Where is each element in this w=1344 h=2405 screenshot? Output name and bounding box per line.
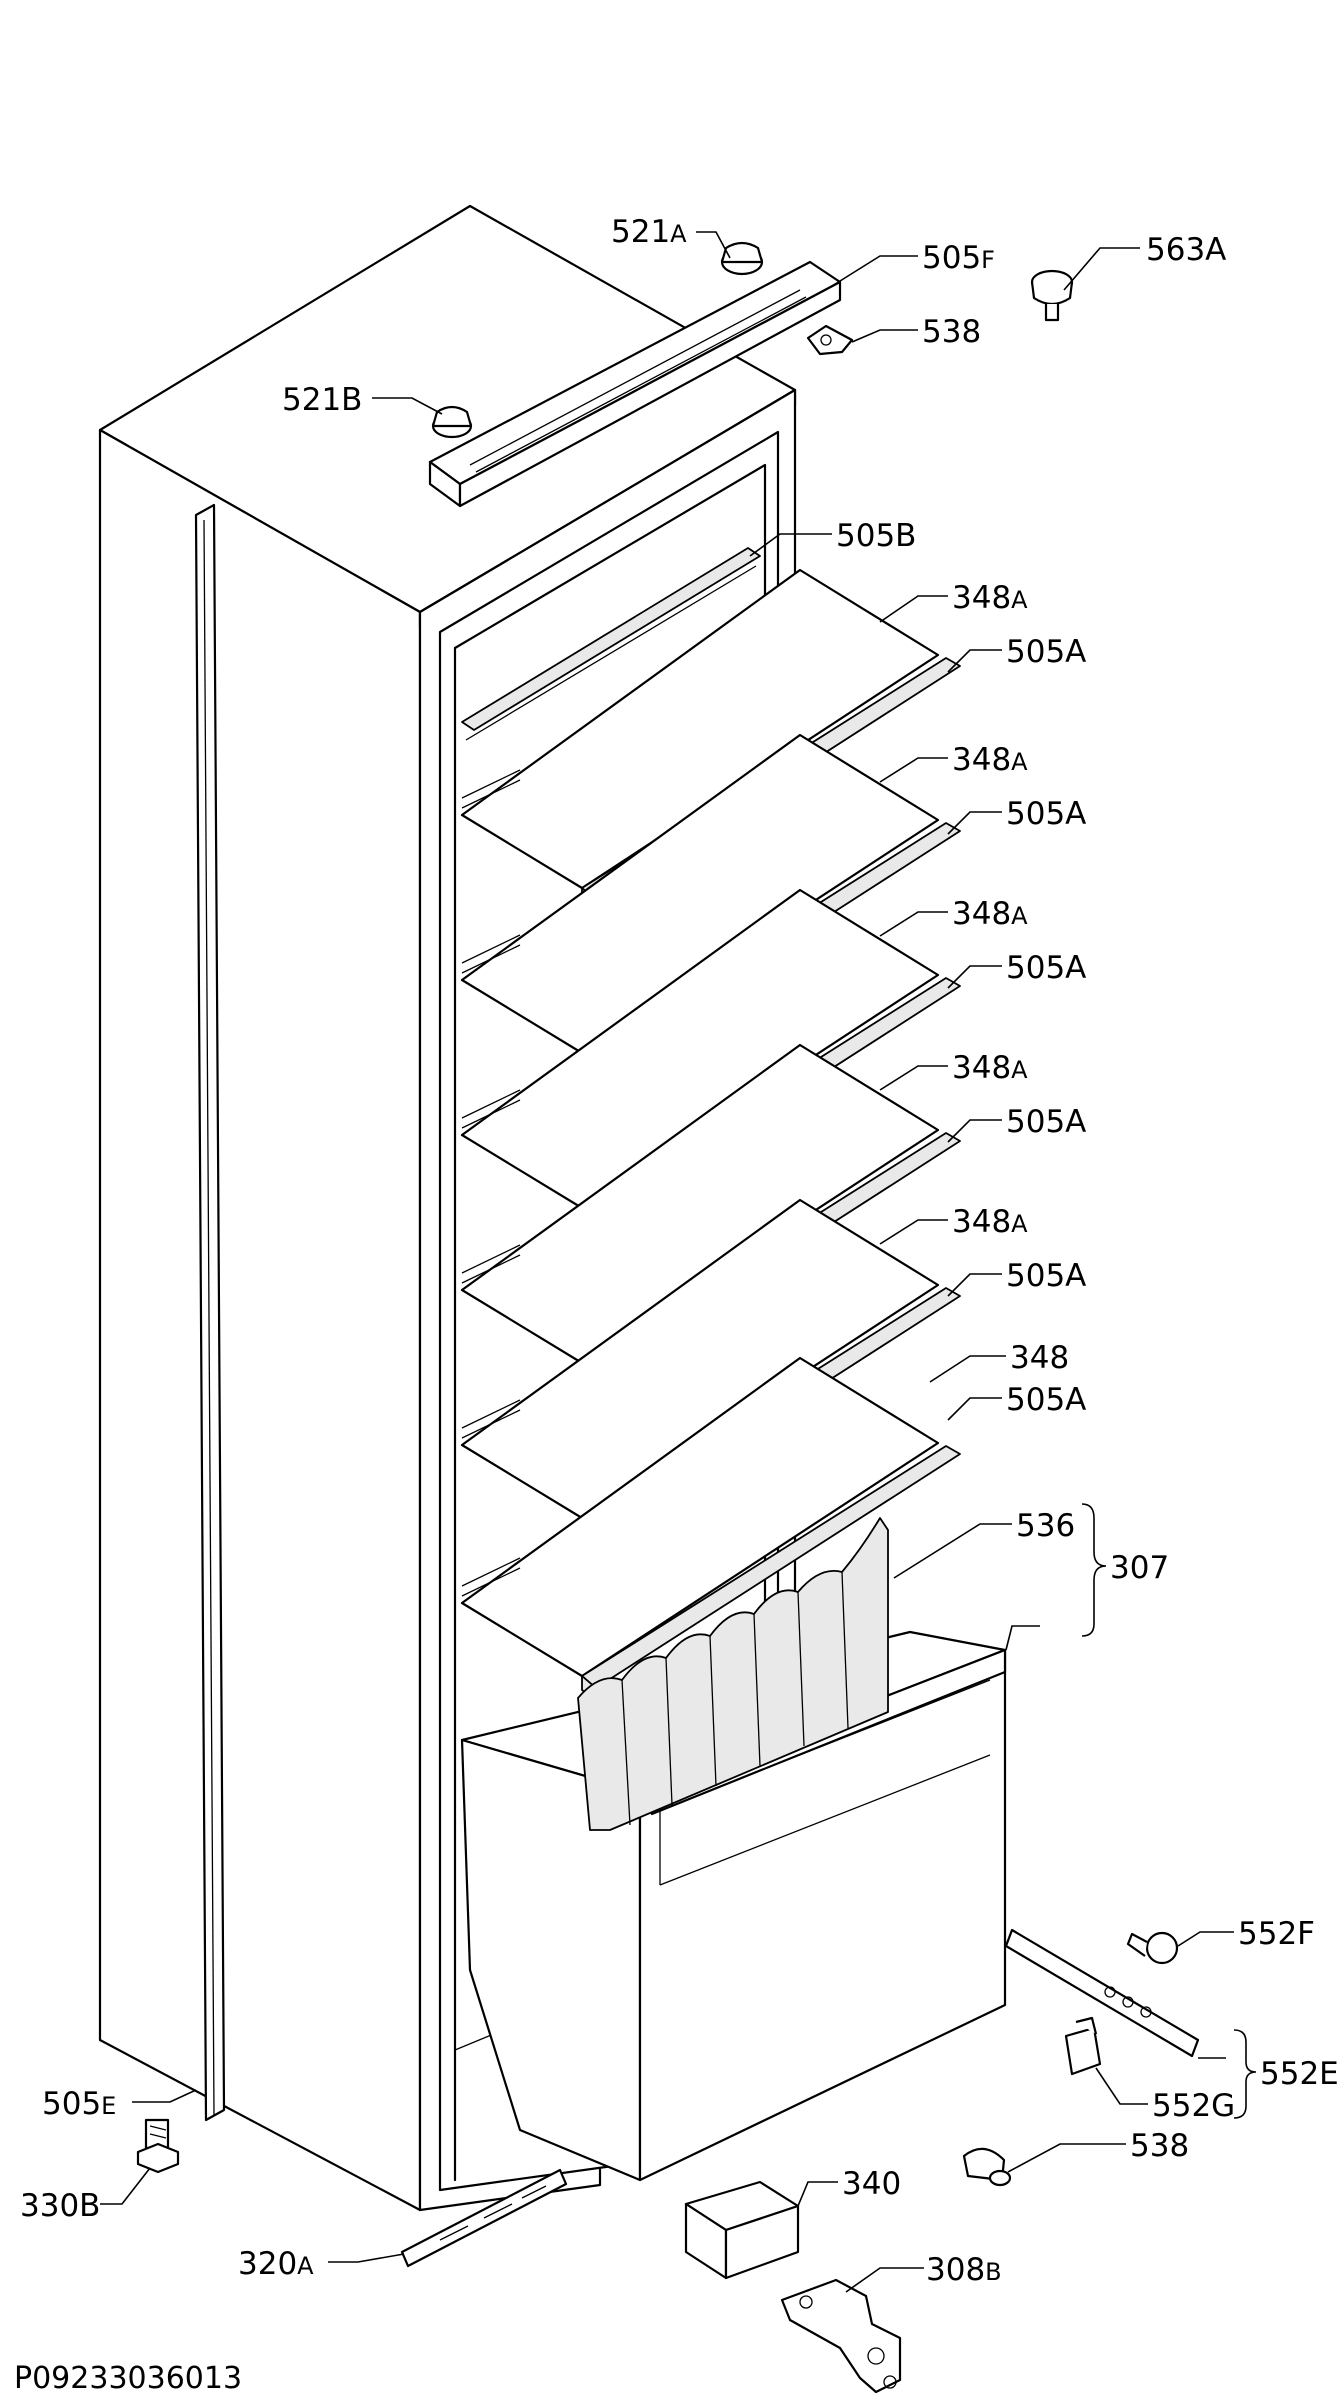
callout-505a-5: 505A [1006, 1258, 1086, 1294]
group-brace-552e [1233, 2029, 1257, 2119]
callout-538-top: 538 [922, 314, 981, 350]
callout-348a-1: 348A [952, 580, 1028, 616]
callout-505a-6: 505A [1006, 1382, 1086, 1418]
foot-330b [136, 2118, 180, 2174]
shelf-support-rail [461, 1099, 521, 1129]
rail-320a [400, 2168, 568, 2268]
rail-552e [1004, 1928, 1200, 2058]
callout-521b: 521B [282, 382, 362, 418]
glass-shelf [460, 1043, 940, 1365]
shelf-support-rail [461, 1089, 521, 1119]
callout-348a-4: 348A [952, 1050, 1028, 1086]
shelf-support-rail [461, 934, 521, 964]
shelf-support-rail [461, 779, 521, 809]
shelf-support-rail [461, 1557, 521, 1587]
callout-538-bottom: 538 [1130, 2128, 1189, 2164]
callout-505b: 505B [836, 518, 916, 554]
hinge-308b [780, 2278, 902, 2394]
latch-552g [1064, 2016, 1102, 2076]
callout-521a: 521A [611, 214, 687, 250]
group-brace-307 [1081, 1503, 1107, 1637]
bracket-538-top [806, 324, 854, 356]
callout-320a: 320A [238, 2246, 314, 2282]
callout-330b: 330B [20, 2188, 100, 2224]
callout-552f: 552F [1238, 1916, 1315, 1952]
leader-lines [100, 231, 1234, 2293]
callout-552e: 552E [1260, 2056, 1339, 2092]
callout-505a-3: 505A [1006, 950, 1086, 986]
shelves [460, 568, 961, 1701]
block-340 [684, 2180, 800, 2280]
callout-348a-3: 348A [952, 896, 1028, 932]
shelf-support-rail [461, 769, 521, 799]
screw-552f [1126, 1931, 1179, 1965]
callout-308b: 308B [926, 2252, 1002, 2288]
glass-shelf [460, 568, 940, 890]
callout-348a-2: 348A [952, 742, 1028, 778]
glass-shelf [460, 888, 940, 1210]
callout-536: 536 [1016, 1508, 1075, 1544]
glass-shelf [460, 1198, 940, 1520]
shelf-support-rail [461, 1244, 521, 1274]
callout-505a-4: 505A [1006, 1104, 1086, 1140]
callout-505a-1: 505A [1006, 634, 1086, 670]
glass-shelf [460, 1356, 940, 1678]
cap-521a [720, 241, 764, 276]
top-rail-505f [428, 260, 842, 508]
shelf-support-rail [461, 1254, 521, 1284]
callout-340: 340 [842, 2166, 901, 2202]
shelf-support-rail [461, 1567, 521, 1597]
cap-521b [431, 405, 473, 439]
callout-563a: 563A [1146, 232, 1226, 268]
callout-505e: 505E [42, 2086, 116, 2122]
divider-536 [577, 1517, 889, 1831]
cover-505b [461, 547, 761, 741]
glass-shelf [460, 733, 940, 1055]
callout-labels: 521A 505F 563A 538 521B 505B 348A 505A 3… [20, 214, 1339, 2288]
callout-307: 307 [1110, 1550, 1169, 1586]
reference-code: P09233036013 [14, 2361, 242, 2396]
shelf-support-rail [461, 1399, 521, 1429]
knob-563a [1030, 269, 1074, 322]
callout-552g: 552G [1152, 2088, 1235, 2124]
callout-348a-5: 348A [952, 1204, 1028, 1240]
callout-505a-2: 505A [1006, 796, 1086, 832]
shelf-support-rail [461, 944, 521, 974]
callout-348: 348 [1010, 1340, 1069, 1376]
bracket-538-bottom [962, 2147, 1012, 2187]
callout-505f: 505F [922, 240, 995, 276]
shelf-support-rail [461, 1409, 521, 1439]
door-seal-strip [194, 503, 226, 2122]
